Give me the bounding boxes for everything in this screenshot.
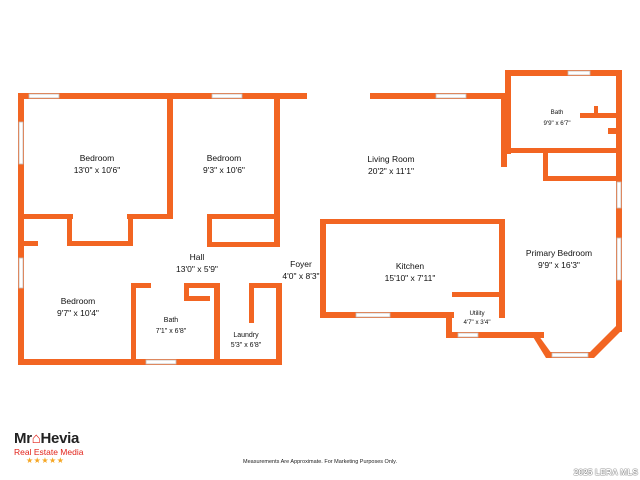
wall-bay-right xyxy=(588,326,622,358)
room-bath-2-dims: 7'1" x 6'8" xyxy=(156,328,187,335)
wall-bay-left xyxy=(530,332,552,358)
room-foyer-dims: 4'0" x 8'3" xyxy=(282,271,319,281)
room-bedroom-1-name: Bedroom xyxy=(80,153,115,163)
window-utility-bottom xyxy=(457,332,479,338)
room-hall-dims: 13'0" x 5'9" xyxy=(176,264,218,274)
wall-closet2-bottom xyxy=(207,242,280,247)
wall-utility-top xyxy=(452,292,502,297)
wall-bath2-top-left xyxy=(131,283,151,288)
disclaimer: Measurements Are Approximate. For Market… xyxy=(243,459,397,465)
copyright-watermark: 2025 LERA MLS xyxy=(573,467,638,477)
wall-closet1-right xyxy=(128,214,133,246)
wall-primary-left-upper xyxy=(505,70,511,154)
room-bedroom-2-name: Bedroom xyxy=(207,153,242,163)
room-bedroom-2-dims: 9'3" x 10'6" xyxy=(203,165,245,175)
wall-pbath-shelf xyxy=(608,128,616,134)
window-bath2-bottom xyxy=(145,359,177,365)
wall-closet2-left xyxy=(207,214,212,247)
wall-bed1-bottom xyxy=(18,214,73,219)
wall-pbath-vanity2 xyxy=(594,106,598,116)
window-bed3-left xyxy=(18,257,24,289)
room-laundry-name: Laundry xyxy=(233,332,259,339)
room-bedroom-3-dims: 9'7" x 10'4" xyxy=(57,308,99,318)
room-living-dims: 20'2" x 11'1" xyxy=(368,166,414,176)
wall-top-left xyxy=(18,93,307,99)
wall-bath2-top-right xyxy=(184,283,220,288)
wall-pbath-bottom xyxy=(511,148,541,153)
room-laundry-dims: 5'3" x 6'8" xyxy=(231,342,262,349)
wall-laundry-right xyxy=(276,287,282,365)
wall-kitchen-left xyxy=(320,219,326,318)
brand-subtitle: Real Estate Media xyxy=(14,447,84,457)
room-hall-name: Hall xyxy=(190,252,205,262)
brand-stars: ★★★★★ xyxy=(26,456,65,465)
wall-utility-right xyxy=(499,292,505,318)
window-living-top xyxy=(435,93,467,99)
window-bed1-left xyxy=(18,121,24,165)
wall-utility-left xyxy=(446,312,452,338)
room-utility-dims: 4'7" x 3'4" xyxy=(463,319,490,326)
room-primary-bath-dims: 9'9" x 6'7" xyxy=(543,120,570,127)
wall-kitchen-right xyxy=(499,219,505,314)
wall-bath2-vanity xyxy=(184,283,189,300)
window-primary-right-a xyxy=(616,181,622,209)
brand-logo-prefix: Mr xyxy=(14,430,32,447)
wall-pbath-closet-left xyxy=(543,148,548,181)
room-kitchen-dims: 15'10" x 7'11" xyxy=(385,273,436,283)
room-living-name: Living Room xyxy=(367,154,414,164)
room-primary-bath-name: Bath xyxy=(551,109,564,116)
wall-closet1-bottom xyxy=(67,241,133,246)
window-bed2-top xyxy=(211,93,243,99)
room-bedroom-3-name: Bedroom xyxy=(61,296,96,306)
wall-pbath-closet-bottom xyxy=(543,176,622,181)
room-primary-bedroom-name: Primary Bedroom xyxy=(526,248,592,258)
window-primary-right-b xyxy=(616,237,622,281)
window-bed1-top xyxy=(28,93,60,99)
window-pbath-top xyxy=(567,70,591,76)
brand-logo-name: Hevia xyxy=(40,430,80,447)
room-kitchen-name: Kitchen xyxy=(396,261,425,271)
wall-laundry-closet xyxy=(249,283,254,323)
wall-bath2-vanity-b xyxy=(184,296,210,301)
wall-bed1-bed2 xyxy=(167,93,173,218)
window-bay-bottom xyxy=(551,352,589,358)
house-icon: ⌂ xyxy=(31,430,41,447)
wall-bath2-laundry xyxy=(214,283,220,365)
wall-bed3-top xyxy=(18,241,38,246)
wall-bed2-bottom xyxy=(207,214,280,219)
wall-laundry-top xyxy=(249,283,282,288)
wall-pbath-bottom2 xyxy=(541,148,622,153)
room-utility-name: Utility xyxy=(469,310,485,317)
wall-bed3-right xyxy=(131,283,136,365)
wall-left xyxy=(18,93,24,365)
wall-closet1-left xyxy=(67,214,72,246)
room-foyer-name: Foyer xyxy=(290,259,312,269)
window-kitchen-bottom xyxy=(355,312,391,318)
room-bedroom-1-dims: 13'0" x 10'6" xyxy=(74,165,121,175)
room-primary-bedroom-dims: 9'9" x 16'3" xyxy=(538,260,580,270)
brand-logo: Mr⌂Hevia xyxy=(14,430,79,447)
wall-kitchen-top xyxy=(320,219,500,224)
room-bath-2-name: Bath xyxy=(164,317,179,324)
wall-utility-bottom xyxy=(446,332,544,338)
wall-bed1-bottom-right xyxy=(127,214,173,219)
wall-living-right xyxy=(501,93,507,167)
wall-bed2-right xyxy=(274,93,280,247)
wall-primary-top xyxy=(508,70,622,76)
